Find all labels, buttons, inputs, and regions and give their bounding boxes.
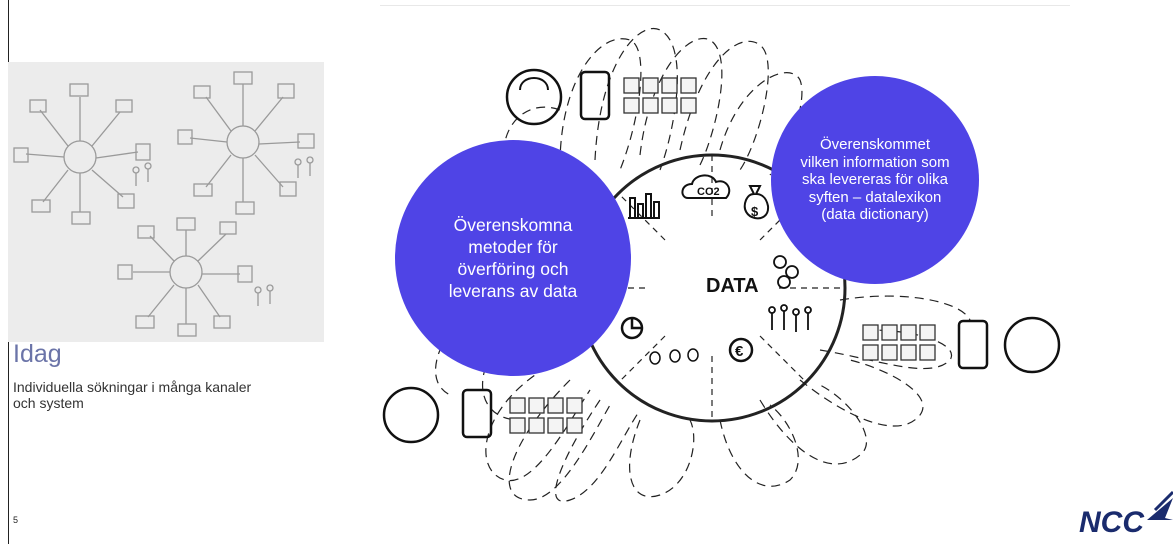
bubble-right-text: Överenskommet vilken information som ska… (800, 136, 950, 224)
slide-title: Idag (13, 340, 62, 368)
tablet-icon-3 (957, 319, 989, 370)
person-laptop-avatar-icon (1003, 316, 1061, 374)
team-avatar-icon (382, 386, 440, 444)
individual-search-illustration (8, 62, 324, 342)
bubble-left-text: Överenskomna metoder för överföring och … (448, 215, 578, 301)
tablet-icon-2 (461, 388, 493, 439)
money-bags-icon (649, 348, 699, 365)
svg-text:€: € (735, 343, 744, 360)
co2-cloud-icon: CO2 (681, 174, 731, 199)
svg-text:CO2: CO2 (697, 186, 720, 198)
pie-chart-icon (620, 316, 644, 340)
money-bag-icon: $ (743, 185, 770, 220)
svg-text:NCC: NCC (1079, 506, 1145, 539)
ncc-logo: NCC (1079, 490, 1173, 539)
bubble-transfer-methods: Överenskomna metoder för överföring och … (395, 140, 631, 376)
bar-chart-icon (628, 193, 660, 219)
svg-text:$: $ (751, 204, 759, 219)
network-sketch-icon (13, 71, 315, 337)
people-group-icon (768, 255, 812, 332)
slide-subtitle: Individuella sökningar i många kanaler o… (13, 379, 252, 411)
page-number: 5 (13, 515, 19, 525)
bubble-data-dictionary: Överenskommet vilken information som ska… (771, 76, 979, 284)
tablet-icon (579, 70, 611, 121)
top-divider (380, 5, 1070, 6)
euro-icon: € (728, 337, 754, 363)
worker-avatar-icon (505, 68, 563, 126)
app-icons-grid (509, 77, 936, 434)
center-data-label: DATA (706, 275, 759, 297)
